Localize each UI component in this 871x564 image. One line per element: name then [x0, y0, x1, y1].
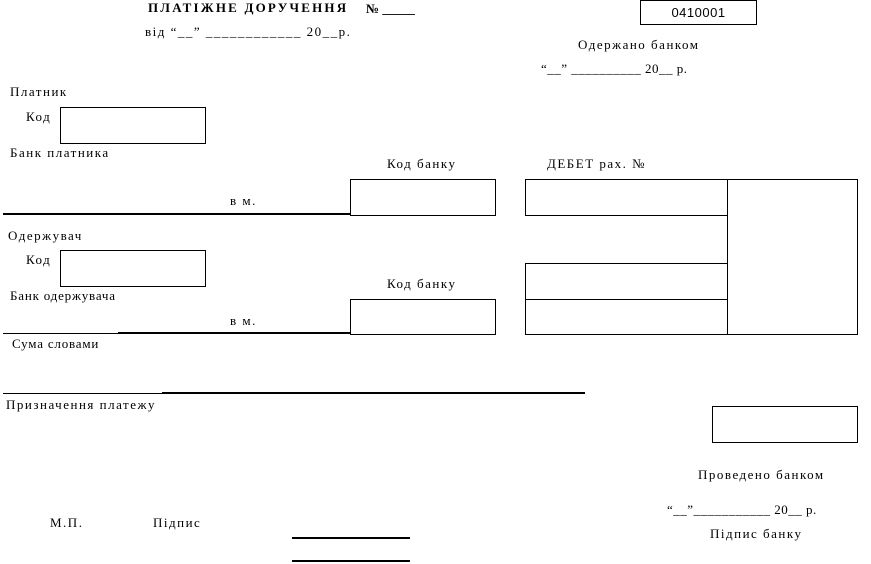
processed-stamp-field[interactable]: [712, 406, 858, 443]
recipient-bank-label: Банк одержувача: [10, 288, 116, 303]
amount-words-line-bold: [162, 392, 585, 394]
payer-code-label: Код: [26, 109, 52, 124]
bank-signature-label: Підпис банку: [710, 526, 803, 541]
amount-words-label: Сума словами: [12, 336, 100, 351]
payer-bank-underline: [3, 213, 351, 215]
recipient-code-label: Код: [26, 252, 52, 267]
debit-account-field[interactable]: [525, 179, 728, 216]
debit-grid-right-edge: [727, 215, 728, 264]
recipient-city-label: в м.: [230, 313, 257, 328]
payer-bank-code-label: Код банку: [387, 156, 457, 171]
debit-account-label: ДЕБЕТ рах. №: [547, 156, 647, 171]
amount-field[interactable]: [727, 179, 858, 335]
payer-city-label: в м.: [230, 193, 257, 208]
recipient-bank-code-field[interactable]: [350, 299, 496, 335]
document-date-line[interactable]: від “__” ____________ 20__р.: [145, 24, 352, 39]
payer-bank-label: Банк платника: [10, 145, 110, 160]
payer-code-field[interactable]: [60, 107, 206, 144]
form-code-box: 0410001: [640, 0, 757, 25]
signature-line-2[interactable]: [292, 560, 410, 562]
signature-label: Підпис: [153, 515, 202, 530]
recipient-label: Одержувач: [8, 228, 83, 243]
stamp-label: М.П.: [50, 515, 84, 530]
credit-bank-code-field[interactable]: [525, 299, 728, 335]
recipient-bank-underline: [118, 332, 351, 334]
document-number: № _____: [366, 1, 415, 16]
payer-bank-code-field[interactable]: [350, 179, 496, 216]
credit-account-field[interactable]: [525, 263, 728, 300]
received-date-line[interactable]: “__” __________ 20__ р.: [541, 61, 688, 76]
received-by-bank-label: Одержано банком: [578, 37, 700, 52]
payer-label: Платник: [10, 84, 68, 99]
document-title: ПЛАТІЖНЕ ДОРУЧЕННЯ: [148, 0, 349, 15]
recipient-bank-underline-left: [3, 333, 118, 334]
recipient-bank-code-label: Код банку: [387, 276, 457, 291]
processed-date-line[interactable]: “__”___________ 20__ р.: [667, 502, 817, 517]
processed-by-bank-label: Проведено банком: [698, 467, 825, 482]
payment-purpose-label: Призначення платежу: [6, 397, 156, 412]
recipient-code-field[interactable]: [60, 250, 206, 287]
signature-line-1[interactable]: [292, 537, 410, 539]
